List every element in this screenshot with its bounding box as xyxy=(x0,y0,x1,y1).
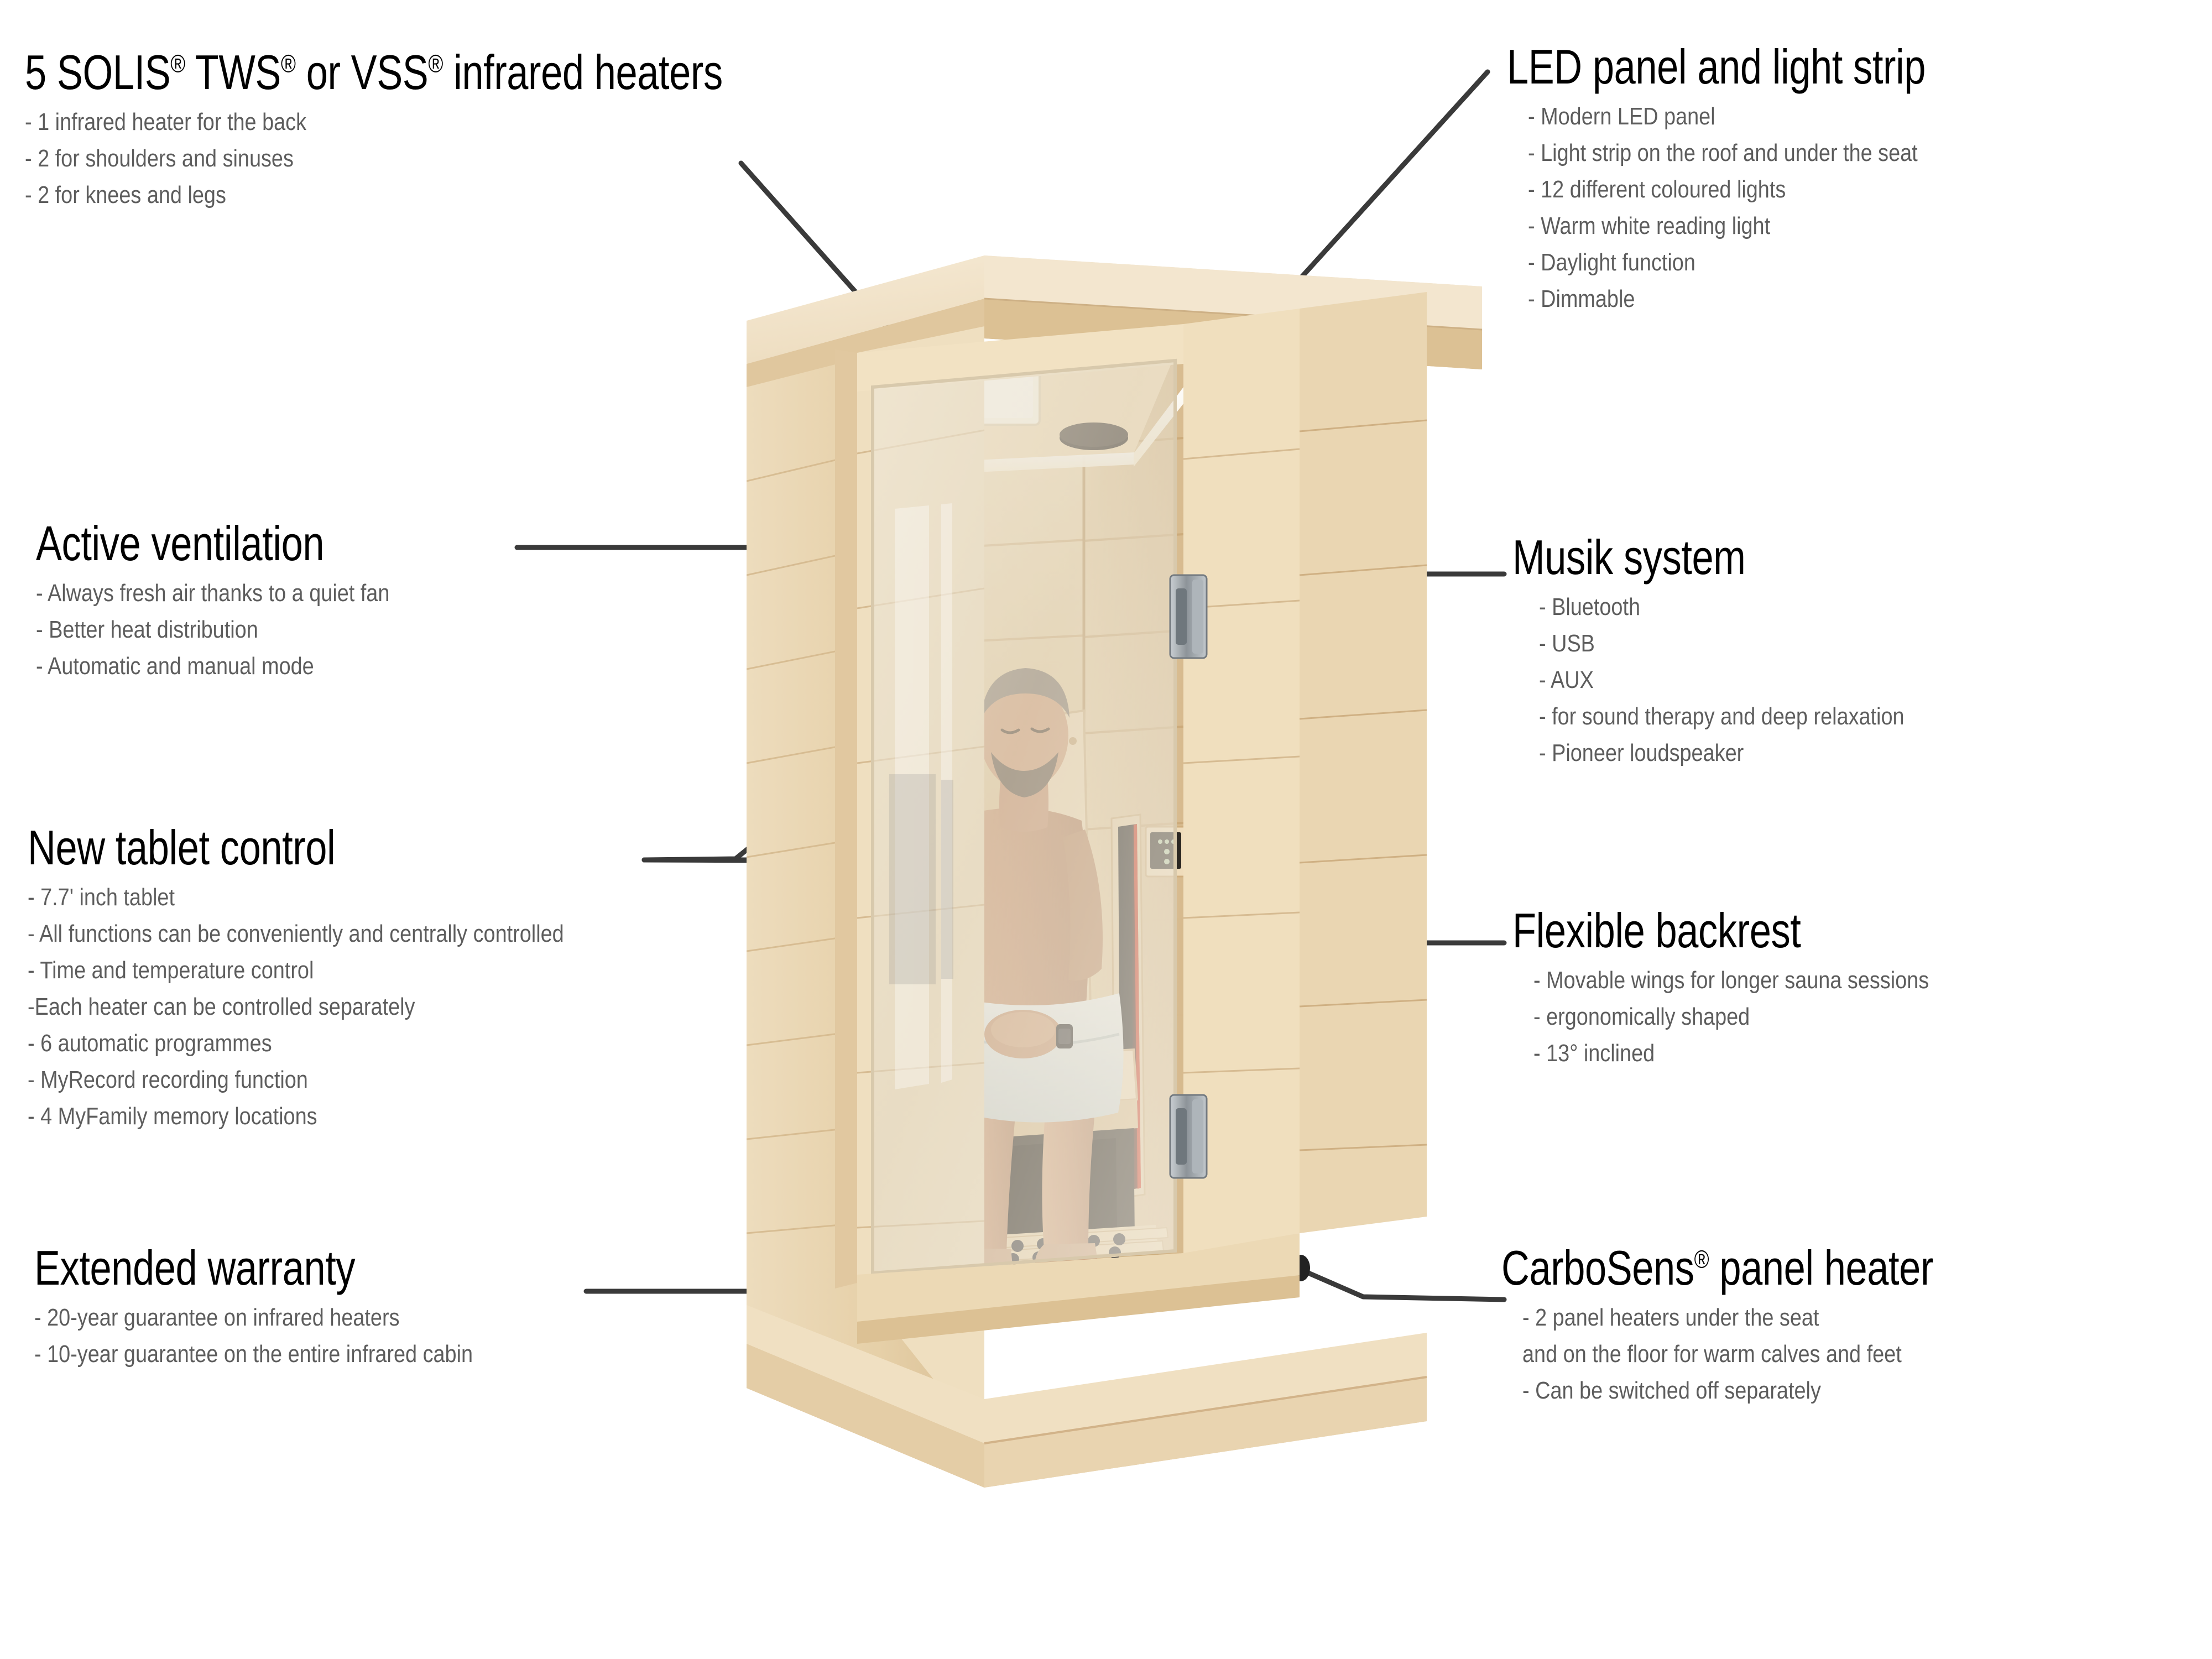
callout-list-led: - Modern LED panel - Light strip on the … xyxy=(1528,98,2030,317)
heading-text-part: CarboSens xyxy=(1501,1240,1694,1295)
list-item: - Pioneer loudspeaker xyxy=(1539,739,1744,767)
callout-list-warranty: - 20-year guarantee on infrared heaters … xyxy=(34,1300,544,1373)
list-item: - 2 for shoulders and sinuses xyxy=(25,145,294,173)
heading-text-part: or VSS xyxy=(295,45,429,100)
door-hinge-upper xyxy=(1169,574,1208,659)
list-item: - Automatic and manual mode xyxy=(36,653,314,680)
callout-list-music: - Bluetooth - USB - AUX - for sound ther… xyxy=(1539,589,1964,771)
list-item: -Each heater can be controlled separatel… xyxy=(28,993,415,1021)
callout-list-tablet: - 7.7' inch tablet - All functions can b… xyxy=(28,879,651,1135)
callout-heading-ventilation: Active ventilation xyxy=(36,516,325,571)
list-item: - Movable wings for longer sauna session… xyxy=(1533,967,1929,994)
list-item: - Light strip on the roof and under the … xyxy=(1528,139,1918,167)
callout-heading-tablet: New tablet control xyxy=(28,820,336,875)
list-item: - Better heat distribution xyxy=(36,616,258,644)
callout-warranty: Extended warranty - 20-year guarantee on… xyxy=(34,1240,544,1373)
list-item: - 7.7' inch tablet xyxy=(28,884,175,911)
registered-mark-icon: ® xyxy=(280,49,296,78)
list-item: - Time and temperature control xyxy=(28,957,314,984)
list-item: and on the floor for warm calves and fee… xyxy=(1522,1340,1902,1368)
callout-list-carbosens: - 2 panel heaters under the seat and on … xyxy=(1522,1300,2041,1409)
door-hinge-lower xyxy=(1169,1094,1208,1179)
list-item: - Can be switched off separately xyxy=(1522,1377,1821,1405)
callout-carbosens: CarboSens® panel heater - 2 panel heater… xyxy=(1501,1244,2041,1409)
callout-ventilation: Active ventilation - Always fresh air th… xyxy=(36,516,447,685)
list-item: - 12 different coloured lights xyxy=(1528,176,1786,204)
list-item: - 20-year guarantee on infrared heaters xyxy=(34,1304,400,1332)
list-item: - 13° inclined xyxy=(1533,1040,1655,1067)
list-item: - Warm white reading light xyxy=(1528,212,1771,240)
callout-heading-heaters: 5 SOLIS® TWS® or VSS® infrared heaters xyxy=(25,48,723,97)
callout-heading-led: LED panel and light strip xyxy=(1507,39,1926,94)
list-item: - for sound therapy and deep relaxation xyxy=(1539,703,1905,731)
callout-heading-music: Musik system xyxy=(1512,530,1746,585)
list-item: - 2 panel heaters under the seat xyxy=(1522,1304,1819,1332)
registered-mark-icon: ® xyxy=(428,49,443,78)
sauna-cabin-illustration xyxy=(747,255,1482,1488)
list-item: - Daylight function xyxy=(1528,249,1695,276)
callout-list-ventilation: - Always fresh air thanks to a quiet fan… xyxy=(36,575,447,685)
list-item: - AUX xyxy=(1539,666,1594,694)
callout-heading-warranty: Extended warranty xyxy=(34,1240,356,1295)
list-item: - Modern LED panel xyxy=(1528,103,1715,131)
heading-text-part: 5 SOLIS xyxy=(25,45,171,100)
callout-led-panel: LED panel and light strip - Modern LED p… xyxy=(1507,39,2030,317)
callout-backrest: Flexible backrest - Movable wings for lo… xyxy=(1512,903,1994,1072)
callout-heading-carbosens: CarboSens® panel heater xyxy=(1501,1244,1933,1292)
callout-tablet-control: New tablet control - 7.7' inch tablet - … xyxy=(28,820,651,1135)
list-item: - Dimmable xyxy=(1528,285,1635,313)
registered-mark-icon: ® xyxy=(1694,1245,1709,1274)
list-item: - MyRecord recording function xyxy=(28,1066,308,1094)
list-item: - 6 automatic programmes xyxy=(28,1030,272,1057)
heading-text-part: infrared heaters xyxy=(442,45,723,100)
list-item: - USB xyxy=(1539,630,1595,658)
list-item: - Always fresh air thanks to a quiet fan xyxy=(36,580,390,607)
list-item: - ergonomically shaped xyxy=(1533,1003,1750,1031)
heading-text-part: panel heater xyxy=(1709,1240,1933,1295)
list-item: - 10-year guarantee on the entire infrar… xyxy=(34,1340,473,1368)
list-item: - Bluetooth xyxy=(1539,593,1641,621)
list-item: - All functions can be conveniently and … xyxy=(28,920,564,948)
list-item: - 2 for knees and legs xyxy=(25,181,226,209)
callout-heaters: 5 SOLIS® TWS® or VSS® infrared heaters -… xyxy=(25,48,897,213)
list-item: - 1 infrared heater for the back xyxy=(25,108,307,136)
heading-text-part: TWS xyxy=(185,45,281,100)
callout-list-backrest: - Movable wings for longer sauna session… xyxy=(1533,962,1994,1072)
list-item: - 4 MyFamily memory locations xyxy=(28,1103,317,1130)
callout-heading-backrest: Flexible backrest xyxy=(1512,903,1801,958)
registered-mark-icon: ® xyxy=(170,49,185,78)
base-plinth xyxy=(747,1305,1427,1488)
callout-list-heaters: - 1 infrared heater for the back - 2 for… xyxy=(25,104,897,213)
callout-music-system: Musik system - Bluetooth - USB - AUX - f… xyxy=(1512,530,1964,771)
door-sill xyxy=(857,1233,1300,1344)
glass-door[interactable] xyxy=(871,358,1177,1275)
